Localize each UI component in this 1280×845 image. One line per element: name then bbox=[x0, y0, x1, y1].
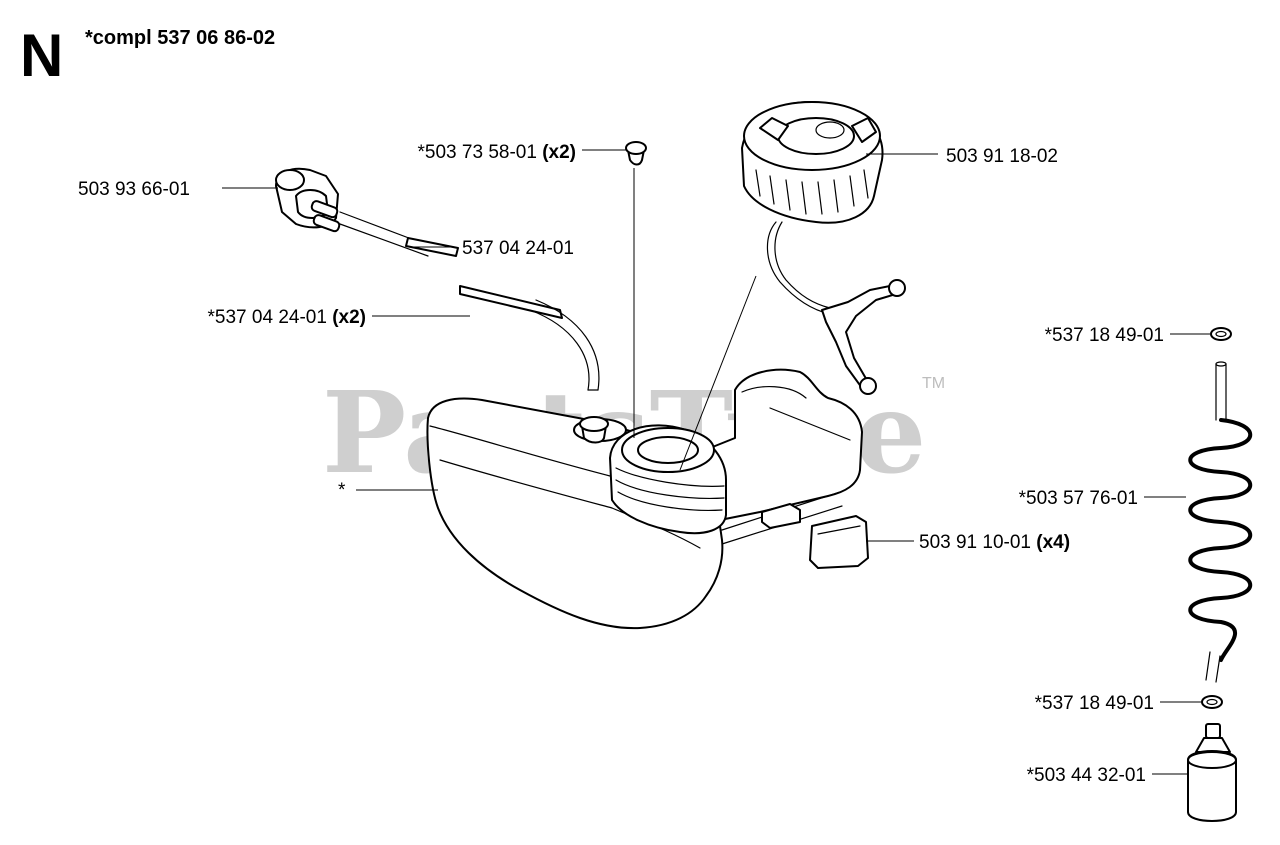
fuel-cap[interactable] bbox=[741, 100, 906, 395]
label-grommet[interactable]: *503 73 58-01 (x2) bbox=[418, 142, 576, 163]
label-o-ring-bottom[interactable]: *537 18 49-01 bbox=[1035, 693, 1154, 714]
label-hose-long[interactable]: *537 04 24-01 (x2) bbox=[208, 307, 366, 328]
fuel-hose-long[interactable] bbox=[459, 285, 600, 391]
fuel-filter[interactable] bbox=[1187, 723, 1237, 822]
coiled-fuel-hose[interactable] bbox=[1188, 361, 1253, 683]
section-letter: N bbox=[20, 22, 63, 89]
filler-neck bbox=[609, 424, 727, 535]
label-fuel-filter[interactable]: *503 44 32-01 bbox=[1027, 765, 1146, 786]
label-o-ring-top[interactable]: *537 18 49-01 bbox=[1045, 325, 1164, 346]
assembly-note: *compl 537 06 86-02 bbox=[85, 27, 275, 49]
watermark-trademark: TM bbox=[922, 375, 945, 392]
label-coiled-hose[interactable]: *503 57 76-01 bbox=[1019, 488, 1138, 509]
label-rubber-buffer[interactable]: 503 91 10-01 (x4) bbox=[919, 532, 1070, 553]
o-ring-top[interactable] bbox=[1210, 327, 1232, 341]
leader-lines bbox=[222, 149, 1210, 775]
tank-grommet[interactable] bbox=[579, 416, 609, 444]
o-ring-bottom[interactable] bbox=[1201, 695, 1223, 709]
grommet-part-icon[interactable] bbox=[625, 141, 647, 166]
label-fuel-cap[interactable]: 503 91 18-02 bbox=[946, 146, 1058, 167]
primer-pump[interactable] bbox=[275, 167, 431, 257]
label-hose-short[interactable]: 537 04 24-01 bbox=[462, 238, 574, 259]
label-fuel-tank[interactable]: * bbox=[338, 480, 346, 501]
rubber-buffer[interactable] bbox=[761, 503, 869, 569]
label-primer-pump[interactable]: 503 93 66-01 bbox=[78, 179, 190, 200]
